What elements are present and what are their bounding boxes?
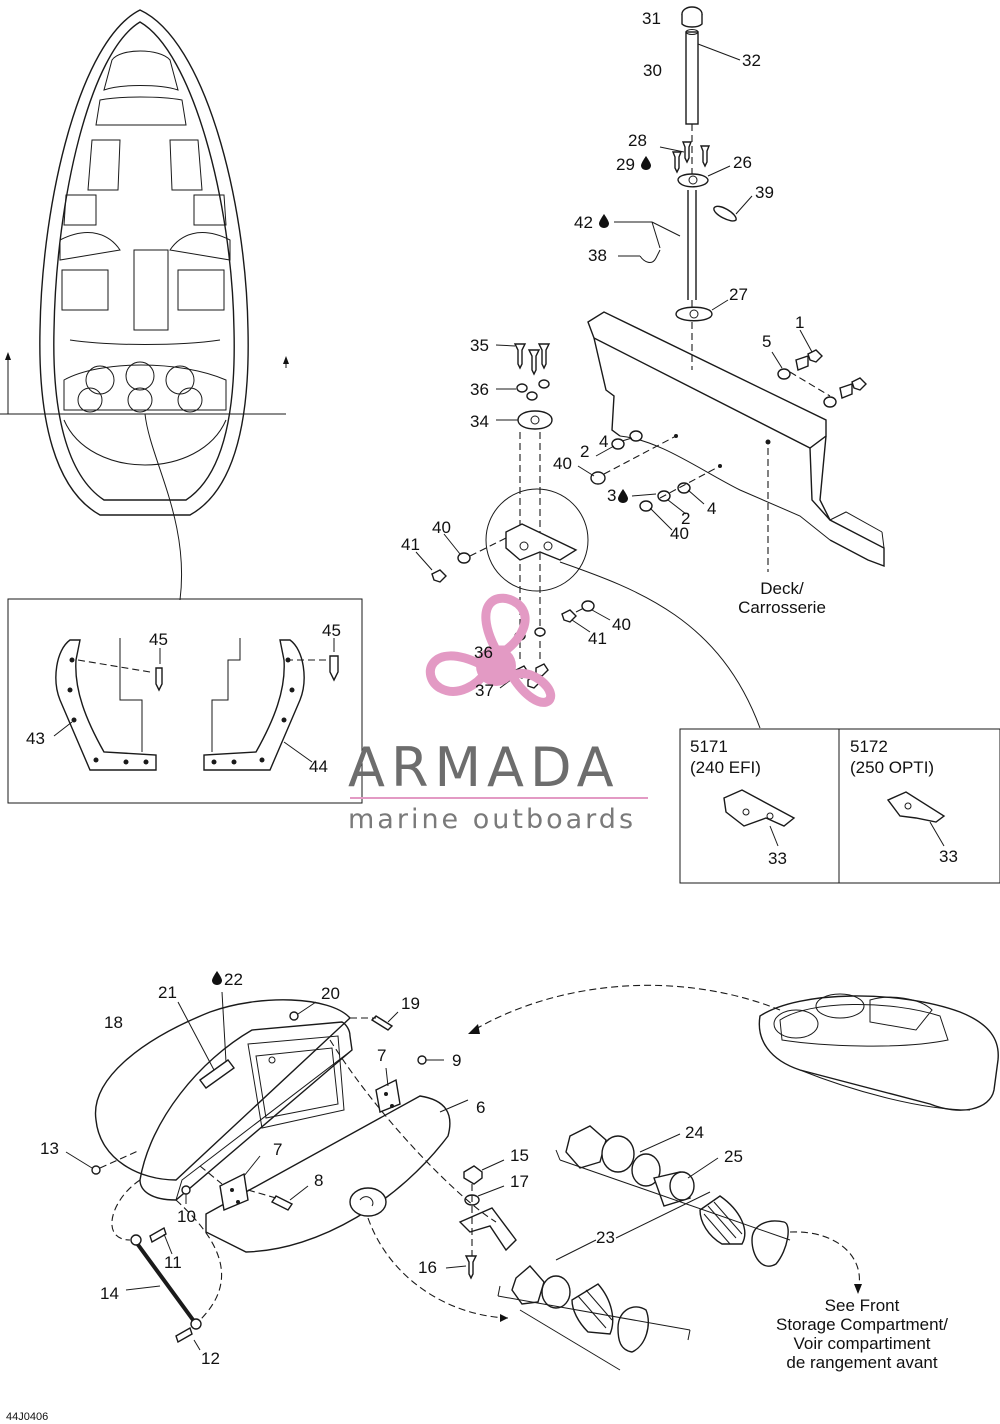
watermark: ARMADA marine outboards [348,593,648,835]
part-label-23: 23 [596,1228,615,1247]
storage-note-line: See Front [825,1296,900,1315]
variant-box-labels: 5171 (240 EFI) 5172 (250 OPTI) [690,737,934,777]
oil-drop-icon [618,489,628,503]
part-label-12: 12 [201,1349,220,1368]
deck-note: Deck/ Carrosserie [738,579,826,617]
side-panel-detail [7,598,363,804]
part-label-30: 30 [643,61,662,80]
part-label-38: 38 [588,246,607,265]
part-label-27: 27 [729,285,748,304]
part-label-7: 7 [377,1046,386,1065]
oil-drop-icon [599,214,609,228]
part-label-4: 4 [707,499,716,518]
variant-code: 5172 [850,737,888,756]
part-label-25: 25 [724,1147,743,1166]
part-label-24: 24 [685,1123,704,1142]
part-label-31: 31 [642,9,661,28]
storage-assembly [65,984,999,1371]
watermark-brand: ARMADA [348,736,620,799]
storage-note-line: Voir compartiment [794,1334,931,1353]
variant-boxes [679,728,1000,884]
part-label-2: 2 [580,442,589,461]
part-label-44: 44 [309,757,328,776]
part-label-40: 40 [612,615,631,634]
part-label-29: 29 [616,155,635,174]
part-label-41: 41 [588,629,607,648]
variant-engine: (250 OPTI) [850,758,934,777]
part-label-6: 6 [476,1098,485,1117]
part-label-15: 15 [510,1146,529,1165]
part-label-22: 22 [224,970,243,989]
part-label-26: 26 [733,153,752,172]
part-label-35: 35 [470,336,489,355]
part-label-33: 33 [768,849,787,868]
part-label-9: 9 [452,1051,461,1070]
oil-drop-icon [641,156,651,170]
part-label-40: 40 [670,524,689,543]
part-label-5: 5 [762,332,771,351]
storage-note-line: de rangement avant [786,1353,937,1372]
part-label-14: 14 [100,1284,119,1303]
part-label-40: 40 [553,454,572,473]
part-label-16: 16 [418,1258,437,1277]
part-label-45: 45 [322,621,341,640]
drawing-code: 44J0406 [6,1411,48,1423]
part-label-36: 36 [470,380,489,399]
variant-code: 5171 [690,737,728,756]
part-label-39: 39 [755,183,774,202]
part-label-33: 33 [939,847,958,866]
hull-top-view [0,9,289,601]
part-label-3: 3 [607,486,616,505]
deck-note-line: Carrosserie [738,598,826,617]
armada-propeller-logo [426,593,556,707]
part-label-2: 2 [681,509,690,528]
variant-engine: (240 EFI) [690,758,761,777]
part-label-32: 32 [742,51,761,70]
part-label-20: 20 [321,984,340,1003]
part-label-37: 37 [475,681,494,700]
part-label-43: 43 [26,729,45,748]
storage-note: See Front Storage Compartment/ Voir comp… [776,1296,948,1372]
part-label-7: 7 [273,1140,282,1159]
watercraft-iso-view [468,984,999,1111]
part-label-19: 19 [401,994,420,1013]
oil-drop-icon [212,971,222,985]
part-label-17: 17 [510,1172,529,1191]
part-label-4: 4 [599,432,608,451]
part-label-28: 28 [628,131,647,150]
watermark-tagline: marine outboards [348,804,636,835]
part-labels: 31 30 32 28 29 26 39 42 38 27 1 5 35 36 … [26,9,958,1368]
part-label-36: 36 [474,643,493,662]
storage-note-line: Storage Compartment/ [776,1315,948,1334]
part-label-42: 42 [574,213,593,232]
part-label-34: 34 [470,412,489,431]
part-label-1: 1 [795,313,804,332]
part-label-11: 11 [164,1253,182,1272]
part-label-41: 41 [401,535,420,554]
part-label-13: 13 [40,1139,59,1158]
part-label-8: 8 [314,1171,323,1190]
part-label-45: 45 [149,630,168,649]
part-label-10: 10 [177,1207,196,1226]
part-label-40: 40 [432,518,451,537]
deck-note-line: Deck/ [760,579,804,598]
part-label-21: 21 [158,983,177,1002]
part-label-18: 18 [104,1013,123,1032]
